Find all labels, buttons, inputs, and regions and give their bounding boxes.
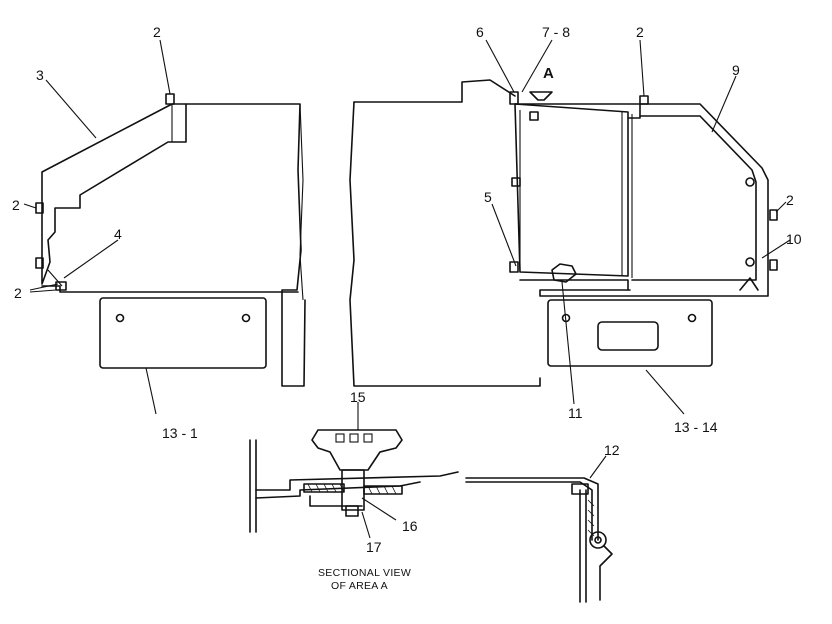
callout-17: 17 [366,539,382,555]
leader-lines [23,39,791,539]
callout-5: 5 [484,189,492,205]
callout-6: 6 [476,24,484,40]
callout-2-side-right: 2 [786,192,794,208]
callout-13-14: 13 - 14 [674,419,718,435]
sectional-view [249,429,613,603]
callout-13-1: 13 - 1 [162,425,198,441]
right-cover-view [349,79,778,387]
left-cover-view [35,93,306,387]
callout-4: 4 [114,226,122,242]
section-caption-line2: OF AREA A [331,580,388,592]
area-a-label: A [543,65,554,82]
callout-2-bottom-left: 2 [14,285,22,301]
callout-7-8: 7 - 8 [542,24,570,40]
callout-10: 10 [786,231,802,247]
callout-9: 9 [732,62,740,78]
plate-13-1 [99,297,267,369]
callout-2-top-right: 2 [636,24,644,40]
callout-12: 12 [604,442,620,458]
callout-11: 11 [568,405,583,421]
callout-15: 15 [350,389,366,405]
callout-2-side-left: 2 [12,197,20,213]
callouts: 2 3 2 4 2 13 - 1 6 7 - 8 A 2 9 2 10 5 11… [12,24,802,592]
section-caption-line1: SECTIONAL VIEW [318,567,411,579]
callout-2-top-left: 2 [153,24,161,40]
callout-16: 16 [402,518,418,534]
plate-13-14 [547,299,713,367]
callout-3: 3 [36,67,44,83]
